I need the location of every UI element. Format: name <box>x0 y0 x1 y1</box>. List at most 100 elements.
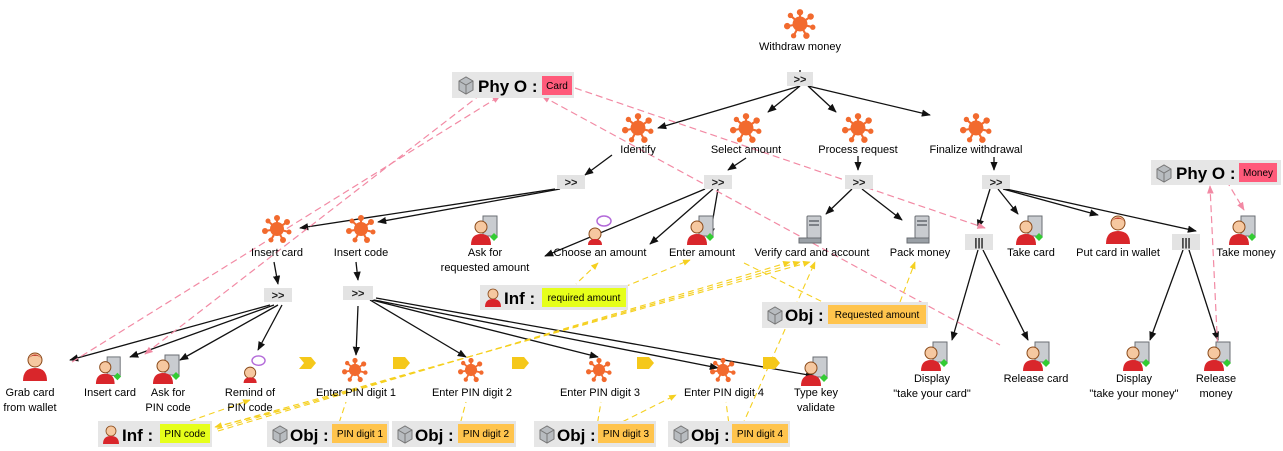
cube-icon <box>539 425 555 444</box>
abstract-task-icon <box>842 112 874 144</box>
task-enter-pin-3[interactable]: Enter PIN digit 3 <box>560 357 640 399</box>
task-display-take-card[interactable]: Display "take your card" <box>893 341 971 400</box>
task-enter-pin-2[interactable]: Enter PIN digit 2 <box>432 357 512 399</box>
svg-text:PIN code: PIN code <box>227 402 272 414</box>
task-finalize-withdrawal[interactable]: Finalize withdrawal <box>930 112 1023 156</box>
abstract-task-icon <box>784 8 816 40</box>
obj-pin-digit-4[interactable]: Obj : PIN digit 4 <box>668 421 790 447</box>
operator-insert-code: >> <box>343 286 373 300</box>
user-computer-icon <box>1203 341 1232 371</box>
task-identify[interactable]: Identify <box>620 112 656 156</box>
task-pack-money[interactable]: Pack money <box>890 215 951 259</box>
task-enter-pin-4[interactable]: Enter PIN digit 4 <box>684 357 764 399</box>
operator-finalize: >> <box>982 175 1010 189</box>
user-computer-icon <box>1228 215 1257 245</box>
svg-text:Inf :: Inf : <box>122 426 153 445</box>
task-take-money[interactable]: Take money <box>1216 215 1276 259</box>
svg-text:PIN code: PIN code <box>164 429 206 440</box>
user-computer-icon <box>152 354 181 384</box>
inf-pin-code[interactable]: Inf : PIN code <box>98 421 212 447</box>
cube-icon <box>272 425 288 444</box>
svg-text:>>: >> <box>990 177 1003 189</box>
obj-pin-digit-2[interactable]: Obj : PIN digit 2 <box>392 421 516 447</box>
svg-text:PIN digit 2: PIN digit 2 <box>463 429 510 440</box>
abstract-task-icon <box>622 112 654 144</box>
task-insert-code[interactable]: Insert code <box>334 214 388 259</box>
svg-text:PIN digit 4: PIN digit 4 <box>737 429 784 440</box>
task-remind-pin[interactable]: Remind of PIN code <box>225 355 276 414</box>
task-withdraw-money[interactable]: Withdraw money <box>759 8 841 53</box>
svg-text:"take your card": "take your card" <box>893 388 971 400</box>
task-verify-card[interactable]: Verify card and account <box>755 215 870 259</box>
abstract-task-icon <box>262 214 292 244</box>
svg-text:Inf :: Inf : <box>504 289 535 308</box>
svg-text:Finalize withdrawal: Finalize withdrawal <box>930 144 1023 156</box>
svg-text:Remind of: Remind of <box>225 387 276 399</box>
user-icon <box>1105 215 1131 245</box>
svg-text:Requested amount: Requested amount <box>835 310 920 321</box>
svg-text:Take money: Take money <box>1216 247 1276 259</box>
svg-text:from wallet: from wallet <box>3 402 56 414</box>
phy-object-card[interactable]: Phy O : Card <box>452 72 574 98</box>
task-ask-pin[interactable]: Ask for PIN code <box>145 354 191 414</box>
obj-pin-digit-1[interactable]: Obj : PIN digit 1 <box>267 421 389 447</box>
user-icon <box>22 352 48 382</box>
task-choose-amount[interactable]: Choose an amount <box>554 215 647 259</box>
svg-text:Phy O :: Phy O : <box>478 77 538 96</box>
task-enter-pin-1[interactable]: Enter PIN digit 1 <box>316 357 396 399</box>
task-type-key-validate[interactable]: Type key validate <box>794 356 839 414</box>
user-computer-icon <box>1122 341 1151 371</box>
task-select-amount[interactable]: Select amount <box>711 112 781 156</box>
abstract-task-icon <box>586 357 612 383</box>
task-release-card[interactable]: Release card <box>1004 341 1069 385</box>
svg-text:|||: ||| <box>974 237 983 249</box>
svg-text:PIN digit 3: PIN digit 3 <box>603 429 650 440</box>
svg-text:Enter PIN digit 4: Enter PIN digit 4 <box>684 387 764 399</box>
svg-text:Obj :: Obj : <box>290 426 329 445</box>
svg-text:Verify card and account: Verify card and account <box>755 247 870 259</box>
svg-text:Select amount: Select amount <box>711 144 781 156</box>
task-put-card-wallet[interactable]: Put card in wallet <box>1076 215 1160 259</box>
svg-text:Put card in wallet: Put card in wallet <box>1076 247 1160 259</box>
svg-text:Enter amount: Enter amount <box>669 247 735 259</box>
operator-process: >> <box>845 175 873 189</box>
thinking-user-icon <box>242 355 266 384</box>
operator-identify: >> <box>557 175 585 189</box>
task-insert-card-leaf[interactable]: Insert card <box>84 356 136 399</box>
cube-icon <box>1156 164 1172 183</box>
task-enter-amount[interactable]: Enter amount <box>669 215 735 259</box>
svg-text:Grab card: Grab card <box>6 387 55 399</box>
user-computer-icon <box>1015 215 1044 245</box>
obj-requested-amount[interactable]: Obj : Requested amount <box>762 302 928 328</box>
inf-required-amount[interactable]: Inf : required amount <box>480 285 628 310</box>
objects: Phy O : Card Phy O : Money Inf : require… <box>98 72 1281 447</box>
svg-text:Ask for: Ask for <box>468 247 503 259</box>
task-grab-card[interactable]: Grab card from wallet <box>3 352 57 414</box>
task-release-money[interactable]: Release money <box>1196 341 1236 400</box>
svg-text:>>: >> <box>853 177 866 189</box>
phy-object-money[interactable]: Phy O : Money <box>1151 160 1281 185</box>
cube-icon <box>458 76 474 95</box>
svg-text:Enter PIN digit 3: Enter PIN digit 3 <box>560 387 640 399</box>
obj-pin-digit-3[interactable]: Obj : PIN digit 3 <box>534 421 656 447</box>
task-take-card[interactable]: Take card <box>1007 215 1055 259</box>
svg-text:Money: Money <box>1243 168 1273 179</box>
abstract-task-icon <box>710 357 736 383</box>
svg-text:Obj :: Obj : <box>557 426 596 445</box>
operator-parallel-card: ||| <box>965 234 993 250</box>
task-ask-requested-amount[interactable]: Ask for requested amount <box>441 215 530 274</box>
user-computer-icon <box>95 356 122 384</box>
tasks: Withdraw money Identify Select amount Pr… <box>3 8 1276 414</box>
svg-text:Phy O :: Phy O : <box>1176 164 1236 183</box>
svg-text:|||: ||| <box>1181 237 1190 249</box>
svg-text:Obj :: Obj : <box>691 426 730 445</box>
operator-parallel-money: ||| <box>1172 234 1200 250</box>
svg-text:Identify: Identify <box>620 144 656 156</box>
user-computer-icon <box>686 215 715 245</box>
operator-select: >> <box>704 175 732 189</box>
task-insert-card-group[interactable]: Insert card <box>251 214 303 259</box>
task-process-request[interactable]: Process request <box>818 112 898 156</box>
svg-text:>>: >> <box>352 288 365 300</box>
abstract-task-icon <box>960 112 992 144</box>
task-display-take-money[interactable]: Display "take your money" <box>1089 341 1179 400</box>
